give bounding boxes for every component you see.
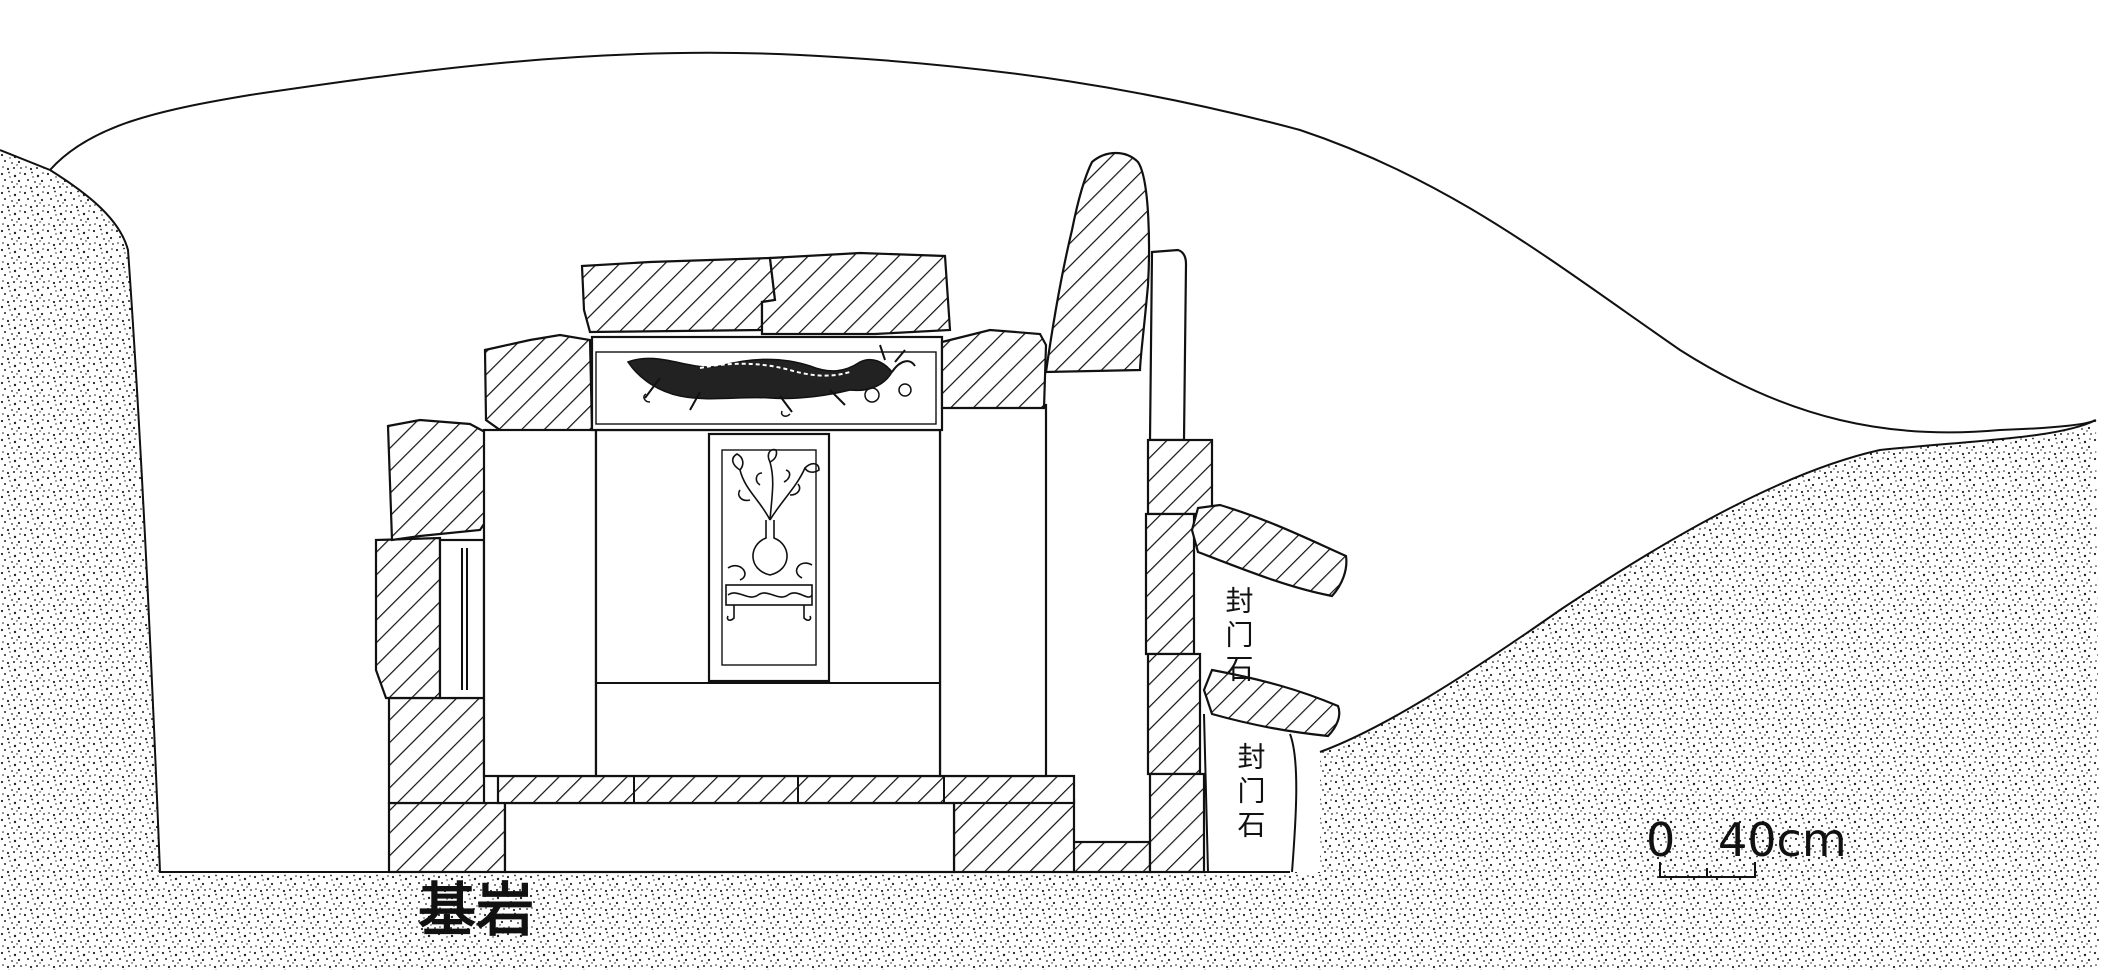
carved-panel (707, 432, 831, 683)
seal-rock-face (1289, 733, 1298, 873)
bedrock-label: 基岩 (418, 876, 534, 944)
inner-wall-left (482, 428, 598, 778)
right-column-2 (1144, 512, 1196, 656)
seal-stone-lower-slab (1202, 668, 1341, 738)
bedrock-fill (0, 150, 2100, 970)
right-column-1 (1146, 438, 1214, 516)
base-block-left (387, 801, 507, 874)
dragon-relief (626, 344, 916, 417)
roof-block-right (760, 251, 952, 336)
right-column-4 (1148, 772, 1206, 874)
left-corner-block (483, 333, 594, 434)
scale-bar-start-label: 0 (1646, 813, 1675, 867)
pit-edge (0, 149, 1290, 873)
coffin-platform (503, 801, 956, 874)
mound-outline (49, 51, 2096, 434)
scale-bar-end-label: 40cm (1718, 813, 1847, 867)
sealed-doorway-edge (1203, 713, 1209, 873)
right-corner-block (940, 328, 1048, 410)
vase-relief (725, 448, 820, 621)
seal-stone-label-lower: 封门石 (1234, 742, 1267, 844)
inner-wall-right (938, 403, 1048, 778)
floor-block (1070, 840, 1152, 874)
left-wall-lower (387, 696, 486, 805)
scale-bar: 0 40cm (1646, 813, 1847, 878)
right-column-3 (1146, 652, 1202, 776)
right-thin-slab (1148, 248, 1188, 442)
slope-edge (1319, 419, 2097, 753)
left-wall-mid (374, 536, 442, 700)
seal-stone-label-upper: 封门石 (1222, 586, 1255, 688)
roof-block-left (580, 256, 777, 334)
seal-stone-upper-slab (1190, 503, 1348, 598)
tall-standing-stone (1044, 151, 1151, 374)
platform-slab (496, 774, 1076, 805)
base-block-right (952, 798, 1076, 874)
